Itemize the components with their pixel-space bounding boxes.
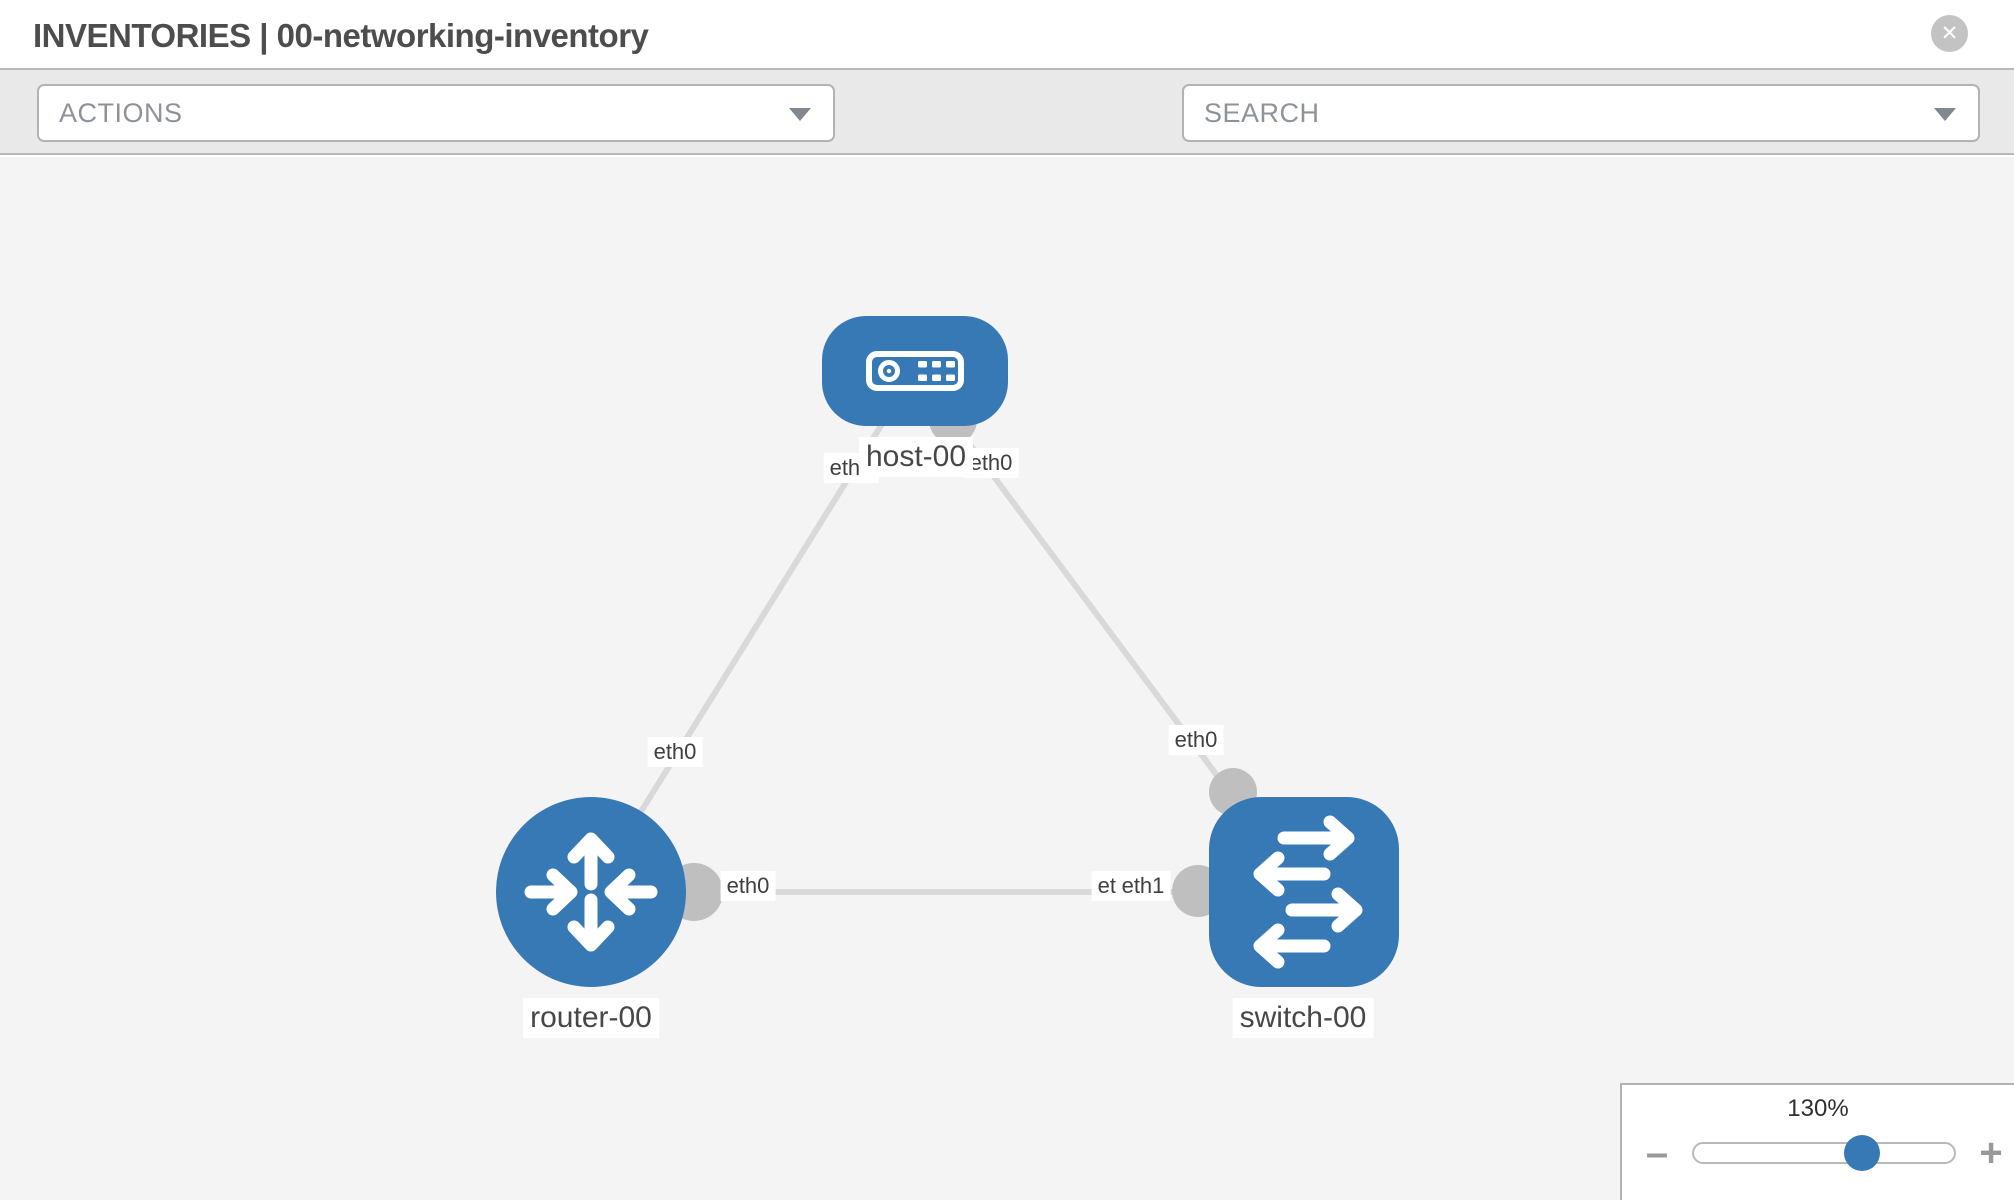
header-bar: INVENTORIES | 00-networking-inventory ✕	[0, 0, 2014, 70]
zoom-in-button[interactable]: +	[1979, 1131, 2003, 1175]
router-arrows-icon	[524, 832, 658, 952]
page-title: INVENTORIES | 00-networking-inventory	[33, 17, 649, 54]
topology-canvas[interactable]: eth0 host-00 eth0 eth0 eth0 eth0 eth0 et…	[0, 157, 2014, 1200]
host-device-icon	[866, 351, 964, 391]
node-label-host: host-00	[858, 437, 974, 477]
interface-label: eth0	[647, 737, 703, 767]
actions-dropdown-label: ACTIONS	[59, 97, 183, 128]
zoom-slider-knob[interactable]	[1843, 1135, 1880, 1171]
zoom-level-value: 130%	[1787, 1095, 1849, 1122]
toolbar: ACTIONS SEARCH	[0, 70, 2014, 204]
zoom-out-button[interactable]: –	[1645, 1131, 1669, 1175]
zoom-controls: – +	[1622, 1131, 2014, 1175]
actions-dropdown[interactable]: ACTIONS	[37, 84, 835, 142]
zoom-slider-track[interactable]	[1692, 1135, 1956, 1171]
close-glyph: ✕	[1940, 22, 1959, 45]
interface-label: eth1	[1115, 871, 1171, 901]
zoom-panel: 130% – +	[1620, 1083, 2014, 1200]
switch-arrows-icon	[1253, 815, 1363, 969]
chevron-down-icon	[789, 108, 811, 122]
node-label-switch: switch-00	[1232, 998, 1374, 1038]
search-input: SEARCH	[1204, 97, 1320, 128]
search-dropdown[interactable]: SEARCH	[1182, 84, 1980, 142]
node-host-00[interactable]	[822, 316, 1008, 426]
node-label-router: router-00	[523, 998, 659, 1038]
node-switch-00[interactable]	[1209, 797, 1399, 987]
close-icon[interactable]: ✕	[1931, 15, 1968, 52]
chevron-down-icon	[1934, 108, 1956, 122]
topology-graph	[496, 316, 1399, 987]
node-router-00[interactable]	[496, 797, 686, 987]
interface-label: eth0	[1168, 725, 1224, 755]
interface-label: eth0	[720, 871, 776, 901]
